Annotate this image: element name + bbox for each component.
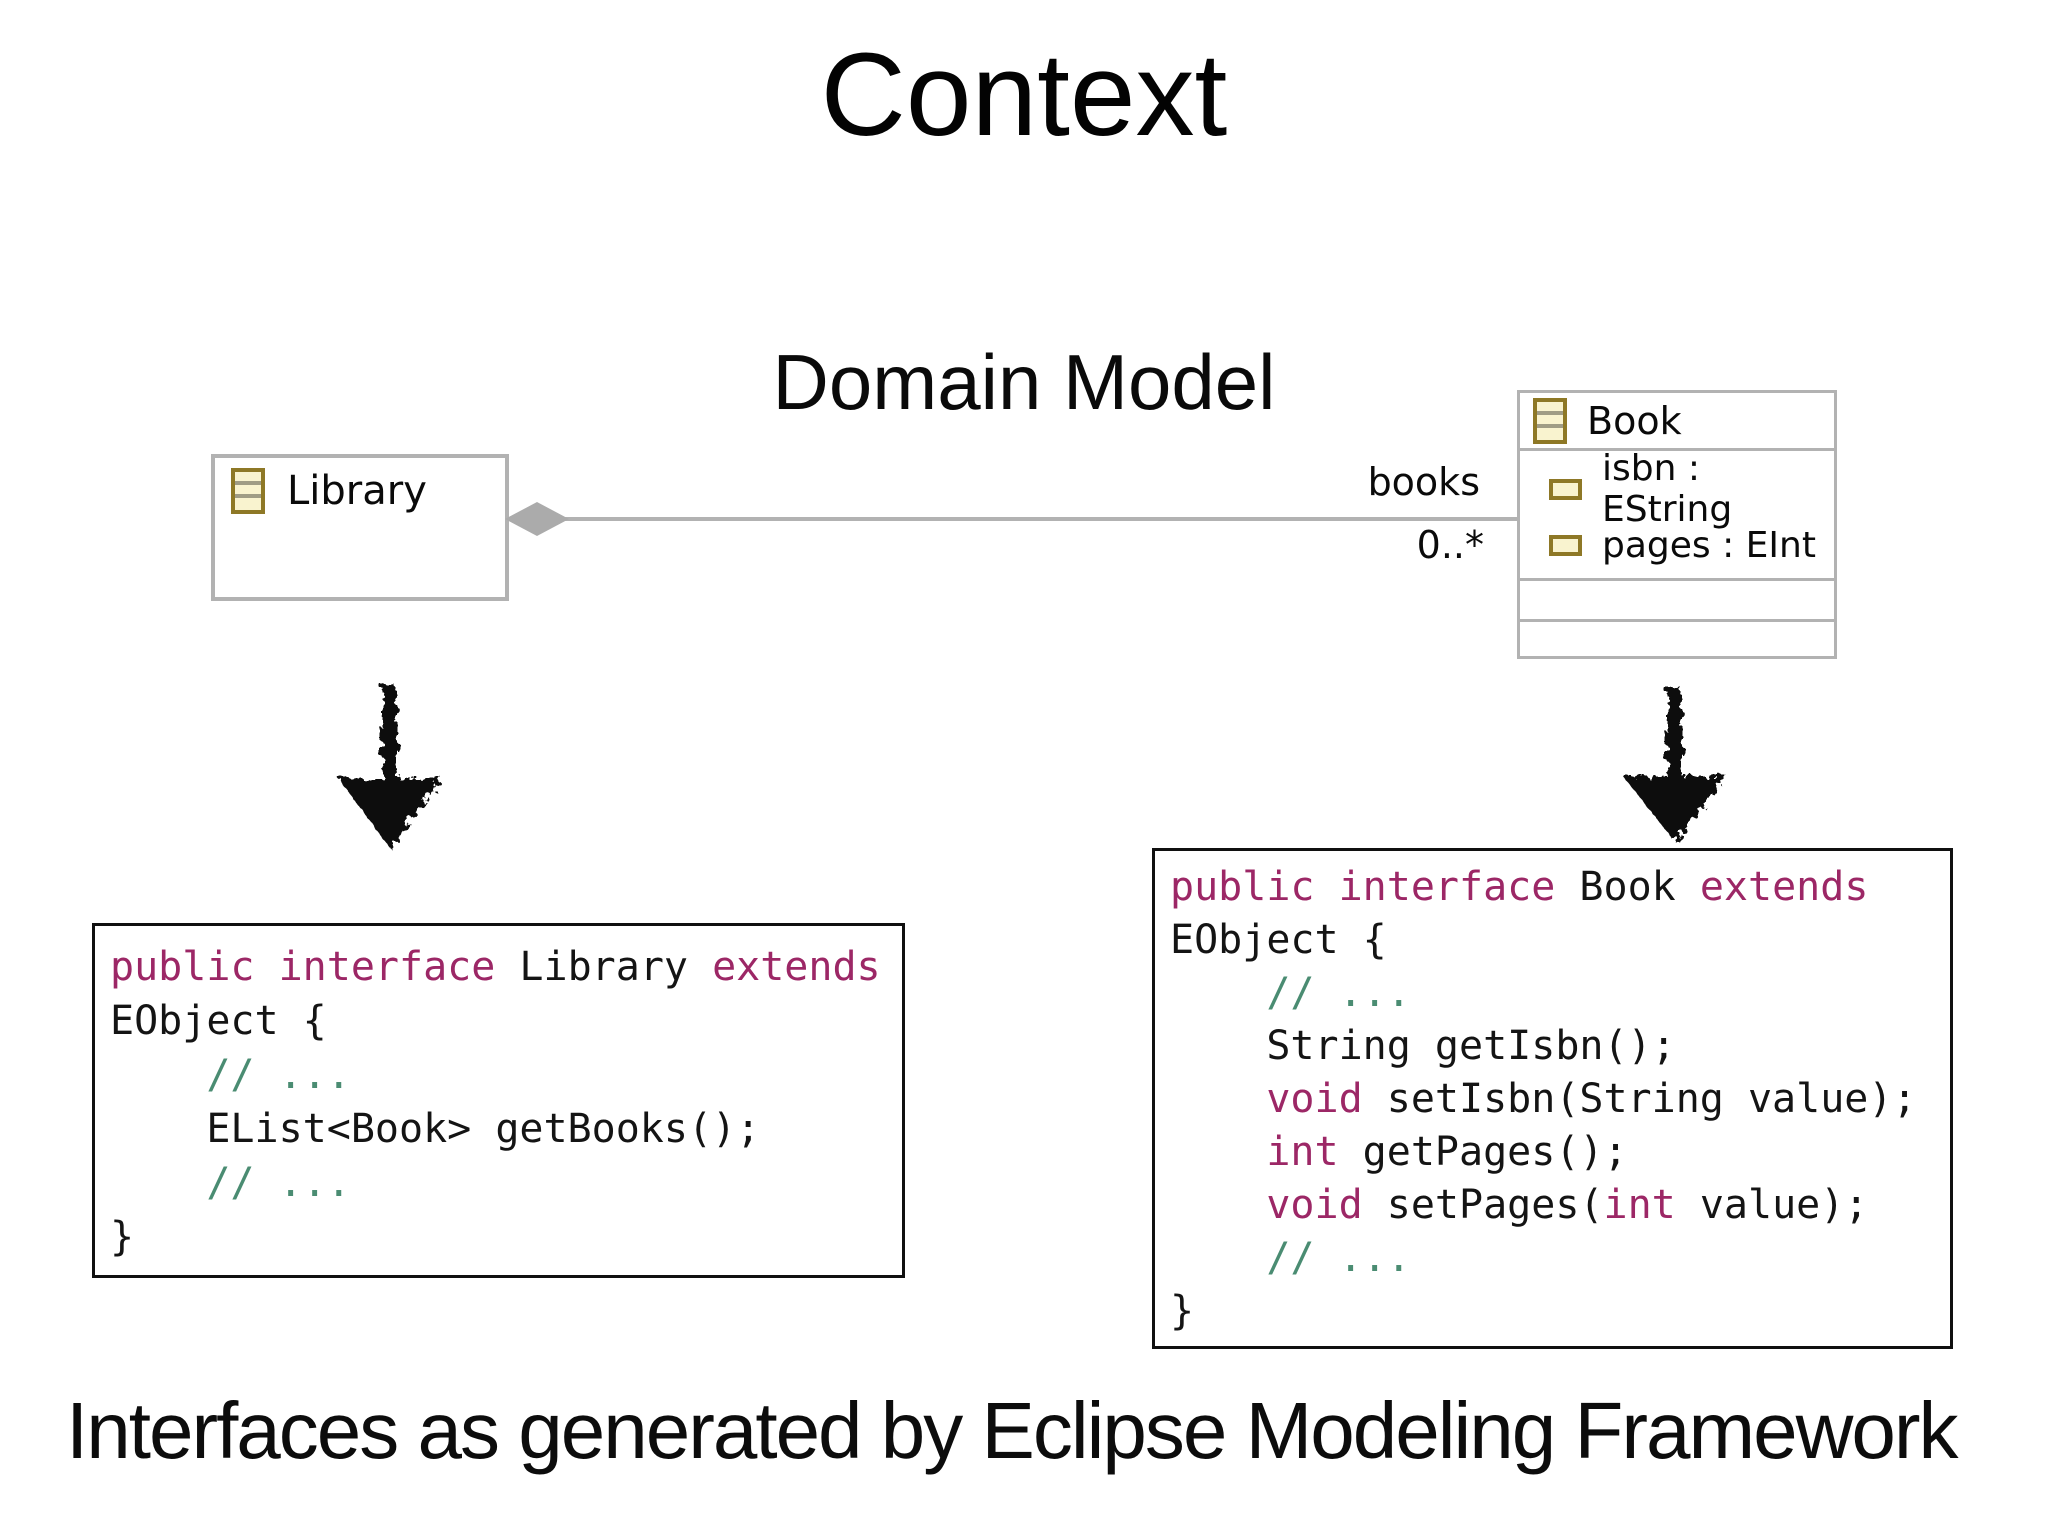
aggregation-diamond-icon xyxy=(505,502,569,536)
code-line: public interface Library extends xyxy=(110,944,881,990)
code-line: String getIsbn(); xyxy=(1170,1023,1676,1069)
library-class-header: Library xyxy=(215,458,505,514)
code-line: void setPages(int value); xyxy=(1266,1182,1869,1228)
down-arrow-icon xyxy=(1623,688,1727,842)
code-line: int getPages(); xyxy=(1266,1129,1628,1175)
association-role-label: books xyxy=(1367,460,1480,504)
class-name-label: Book xyxy=(1587,398,1682,443)
code-line: // ... xyxy=(1170,970,1411,1016)
code-line: // ... xyxy=(110,1160,351,1206)
code-line: EObject { xyxy=(1170,917,1387,963)
book-attributes-compartment: isbn : EString pages : EInt xyxy=(1520,448,1834,581)
association-multiplicity-label: 0..* xyxy=(1416,523,1484,567)
attribute-row: isbn : EString xyxy=(1520,448,1834,530)
code-line: EList<Book> getBooks(); xyxy=(110,1106,761,1152)
empty-compartment xyxy=(1520,622,1834,656)
code-line: // ... xyxy=(1170,1235,1411,1281)
uml-class-book: Book isbn : EString pages : EInt xyxy=(1517,390,1837,659)
association-line xyxy=(560,517,1517,521)
code-line: } xyxy=(110,1214,135,1260)
class-icon xyxy=(1533,397,1567,444)
book-class-header: Book xyxy=(1520,393,1834,451)
domain-model-heading: Domain Model xyxy=(772,338,1276,426)
attribute-icon xyxy=(1549,534,1582,556)
attribute-icon xyxy=(1549,478,1582,500)
code-line: void setIsbn(String value); xyxy=(1266,1076,1917,1122)
slide-title: Context xyxy=(820,29,1228,161)
slide-caption: Interfaces as generated by Eclipse Model… xyxy=(66,1386,1959,1475)
code-line: EObject { xyxy=(110,998,327,1044)
code-line: public interface Book extends xyxy=(1170,864,1869,910)
down-arrow-icon xyxy=(338,686,442,848)
code-line: } xyxy=(1170,1288,1195,1334)
attribute-label: pages : EInt xyxy=(1602,524,1816,566)
class-name-label: Library xyxy=(287,468,427,514)
attribute-row: pages : EInt xyxy=(1520,517,1834,573)
code-line: // ... xyxy=(110,1052,351,1098)
class-icon xyxy=(231,468,265,514)
empty-compartment xyxy=(1520,581,1834,622)
uml-class-library: Library xyxy=(211,454,509,601)
attribute-label: isbn : EString xyxy=(1602,448,1733,530)
